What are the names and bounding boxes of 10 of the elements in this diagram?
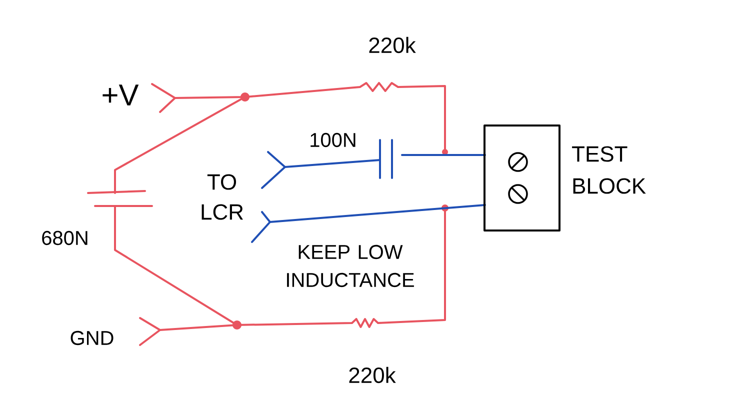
component-value: 220k [369, 36, 416, 54]
note: KEEP LOW INDUCTANCE [287, 244, 414, 288]
component-value: 100N [310, 132, 356, 148]
component-value: 220k [349, 366, 396, 384]
test-block: TEST BLOCK [484, 124, 646, 232]
terminal-label: GND [70, 330, 114, 346]
component-value: 680N [42, 230, 88, 246]
terminal-label: +V [102, 84, 139, 106]
node-label: TEST BLOCK [572, 146, 646, 194]
terminal-label: TO LCR [202, 174, 243, 220]
